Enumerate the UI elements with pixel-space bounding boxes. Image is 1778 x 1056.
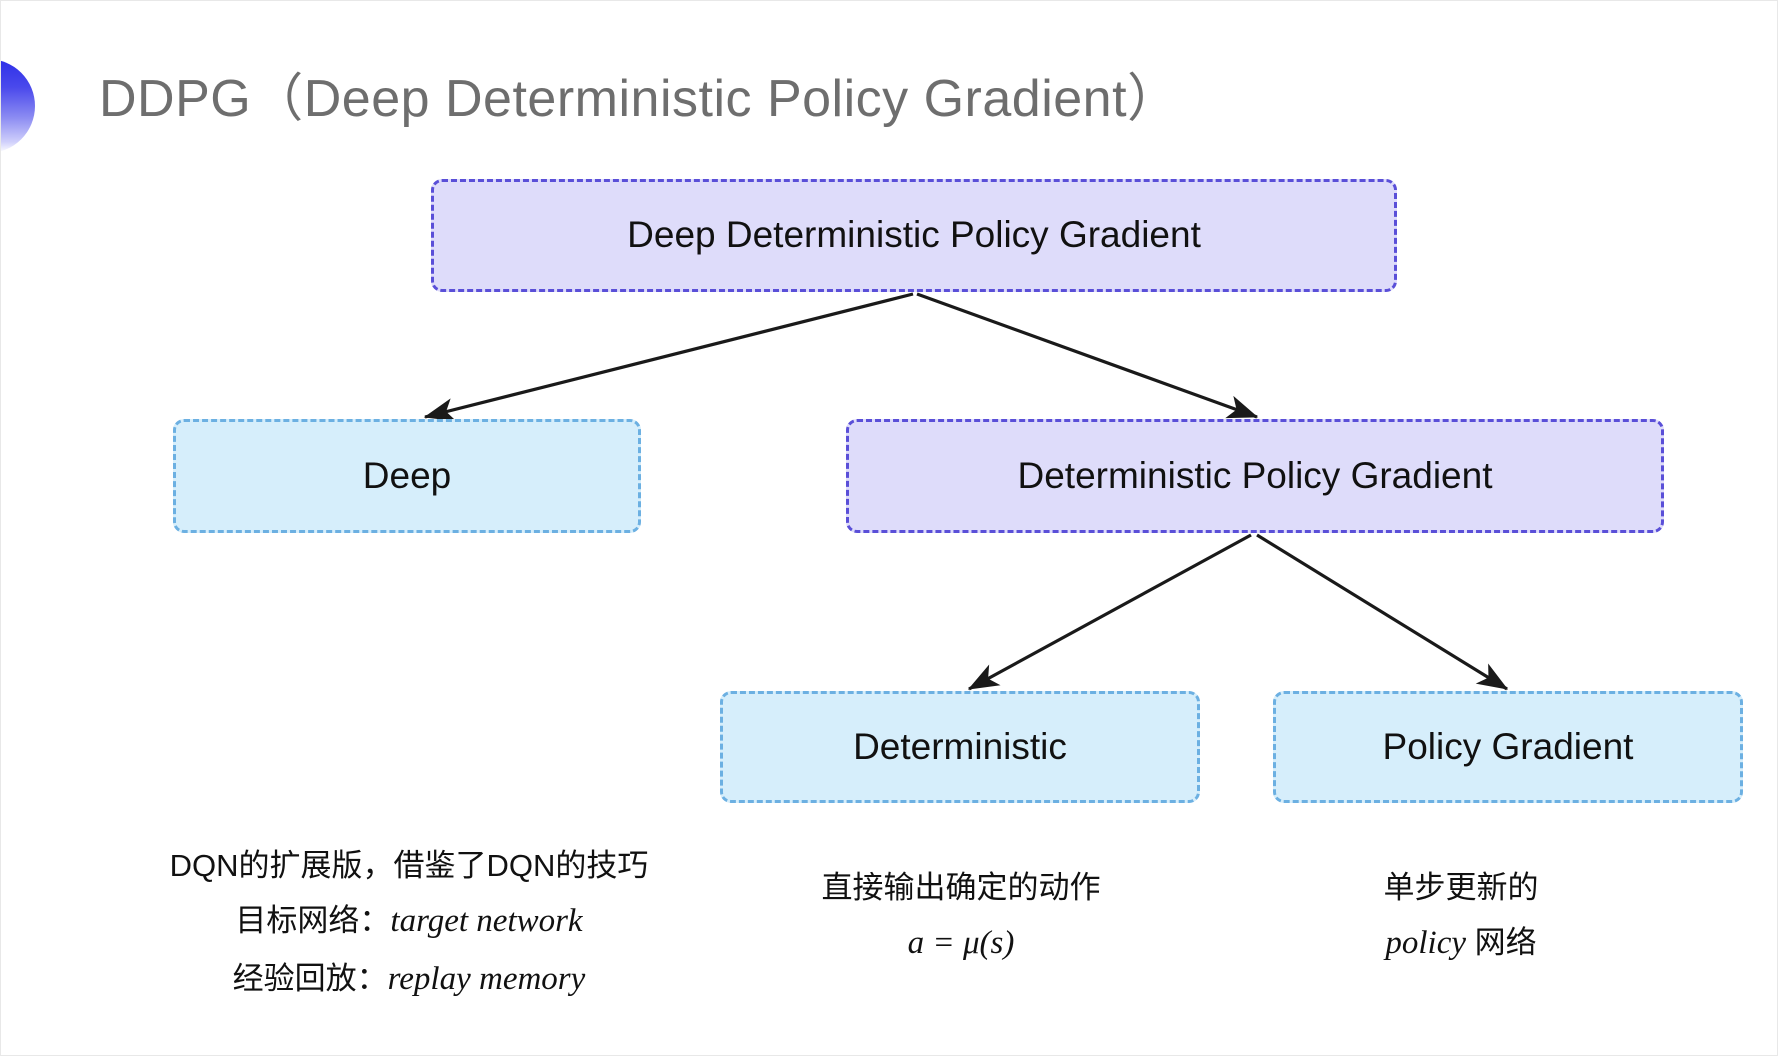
edge-dpg-to-policy-gradient xyxy=(1256,533,1509,691)
caption-deterministic-line1: 直接输出确定的动作 xyxy=(821,870,1101,905)
caption-deep-line2: 目标网络：target network xyxy=(149,893,669,951)
caption-deterministic: 直接输出确定的动作 a = μ(s) xyxy=(701,861,1221,973)
caption-deep-line2-term: target network xyxy=(390,903,583,940)
node-deep-deterministic-policy-gradient[interactable]: Deep Deterministic Policy Gradient xyxy=(431,179,1397,292)
node-deterministic[interactable]: Deterministic xyxy=(720,691,1200,803)
caption-deep-line2-label: 目标网络： xyxy=(235,903,391,939)
caption-policy-gradient-line1: 单步更新的 xyxy=(1383,870,1539,905)
caption-deep-line3-label: 经验回放： xyxy=(232,961,388,996)
node-label: Policy Gradient xyxy=(1382,725,1634,767)
edge-root-to-deep xyxy=(423,292,914,422)
node-label: Deterministic Policy Gradient xyxy=(1017,454,1493,496)
node-deep[interactable]: Deep xyxy=(173,419,641,533)
node-policy-gradient[interactable]: Policy Gradient xyxy=(1273,691,1743,803)
edge-root-to-dpg xyxy=(916,292,1259,419)
caption-deep-line3-term: replay memory xyxy=(387,961,586,997)
caption-policy-gradient: 单步更新的 policy 网络 xyxy=(1251,861,1671,973)
caption-deep-line1: DQN的扩展版，借鉴了DQN的技巧 xyxy=(169,848,649,883)
caption-policy-gradient-line2: policy 网络 xyxy=(1251,915,1671,973)
node-label: Deterministic xyxy=(853,725,1067,767)
caption-policy-gradient-term: policy xyxy=(1385,925,1466,962)
page-title: DDPG（Deep Deterministic Policy Gradient） xyxy=(99,70,1180,128)
title-accent-shape-icon xyxy=(1,59,35,153)
node-label: Deep Deterministic Policy Gradient xyxy=(627,214,1201,256)
caption-deep: DQN的扩展版，借鉴了DQN的技巧 目标网络：target network 经验… xyxy=(149,839,669,1009)
caption-deterministic-formula: a = μ(s) xyxy=(907,925,1015,962)
caption-policy-gradient-suffix: 网络 xyxy=(1466,925,1537,961)
edge-dpg-to-deterministic xyxy=(967,533,1252,691)
node-deterministic-policy-gradient[interactable]: Deterministic Policy Gradient xyxy=(846,419,1664,533)
caption-deep-line3: 经验回放：replay memory xyxy=(149,951,669,1009)
node-label: Deep xyxy=(362,454,452,496)
